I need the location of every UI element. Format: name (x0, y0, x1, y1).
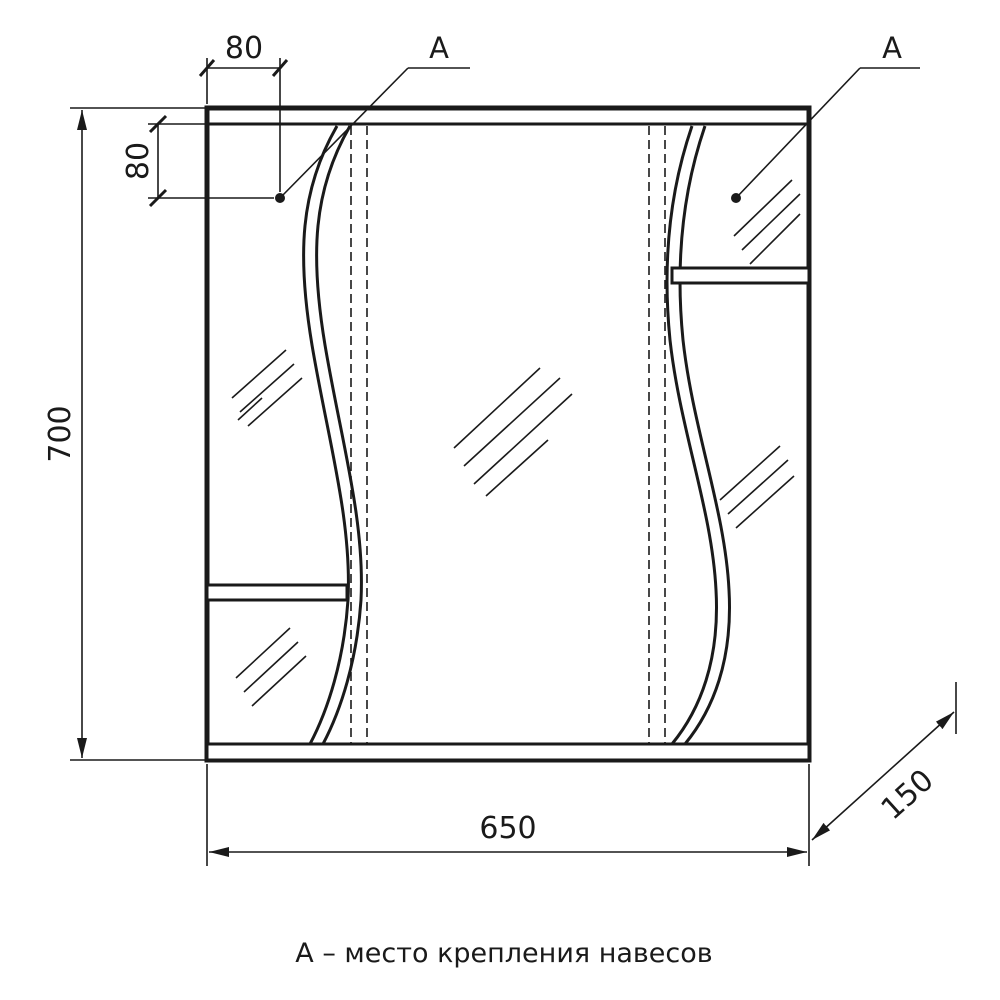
left-wave-edge-inner (315, 125, 363, 745)
reflection-right-top (733, 179, 801, 265)
reflection-center (453, 367, 573, 497)
mount-point-right: A (731, 31, 920, 203)
tick-mark (148, 188, 168, 208)
dimension-label-mount-offset-y: 80 (121, 142, 156, 180)
leader-line-left (279, 67, 409, 199)
shelves (205, 266, 811, 602)
right-wave-edge-inner (678, 125, 732, 745)
tick-mark (148, 114, 168, 134)
legend-caption: A – место крепления навесов (295, 938, 712, 969)
right-wave-edge-outer (665, 125, 719, 745)
dimension-width: 650 (206, 764, 810, 866)
left-shelf (205, 583, 349, 602)
dimension-label-depth: 150 (875, 763, 941, 827)
cabinet-body (204, 105, 812, 763)
wave-door-panels (302, 125, 732, 745)
dimension-height: 700 (43, 107, 205, 761)
cabinet-outline (204, 105, 812, 763)
left-wave-edge-outer (302, 125, 350, 745)
bottom-panel (205, 742, 811, 762)
dimension-mount-offset-x: 80 (198, 31, 289, 192)
mount-label-left: A (429, 31, 449, 65)
dimension-mount-offset-y: 80 (121, 114, 335, 208)
reflection-right-middle (719, 445, 795, 529)
reflection-left-bottom (235, 627, 307, 707)
right-shelf (670, 266, 811, 285)
dimension-depth: 150 (811, 682, 957, 841)
dimension-label-width: 650 (479, 811, 536, 846)
glass-reflections (231, 179, 801, 707)
mount-label-right: A (882, 31, 902, 65)
leader-line-right (735, 67, 861, 199)
dimension-label-height: 700 (43, 405, 78, 462)
dimension-line (811, 711, 955, 841)
reflection-left-top (231, 349, 303, 427)
dimension-label-mount-offset-x: 80 (225, 31, 263, 66)
tick-mark (271, 59, 289, 77)
mirror-door-edges (350, 126, 666, 744)
tick-mark (198, 59, 216, 77)
mount-point-left: A (275, 31, 470, 203)
